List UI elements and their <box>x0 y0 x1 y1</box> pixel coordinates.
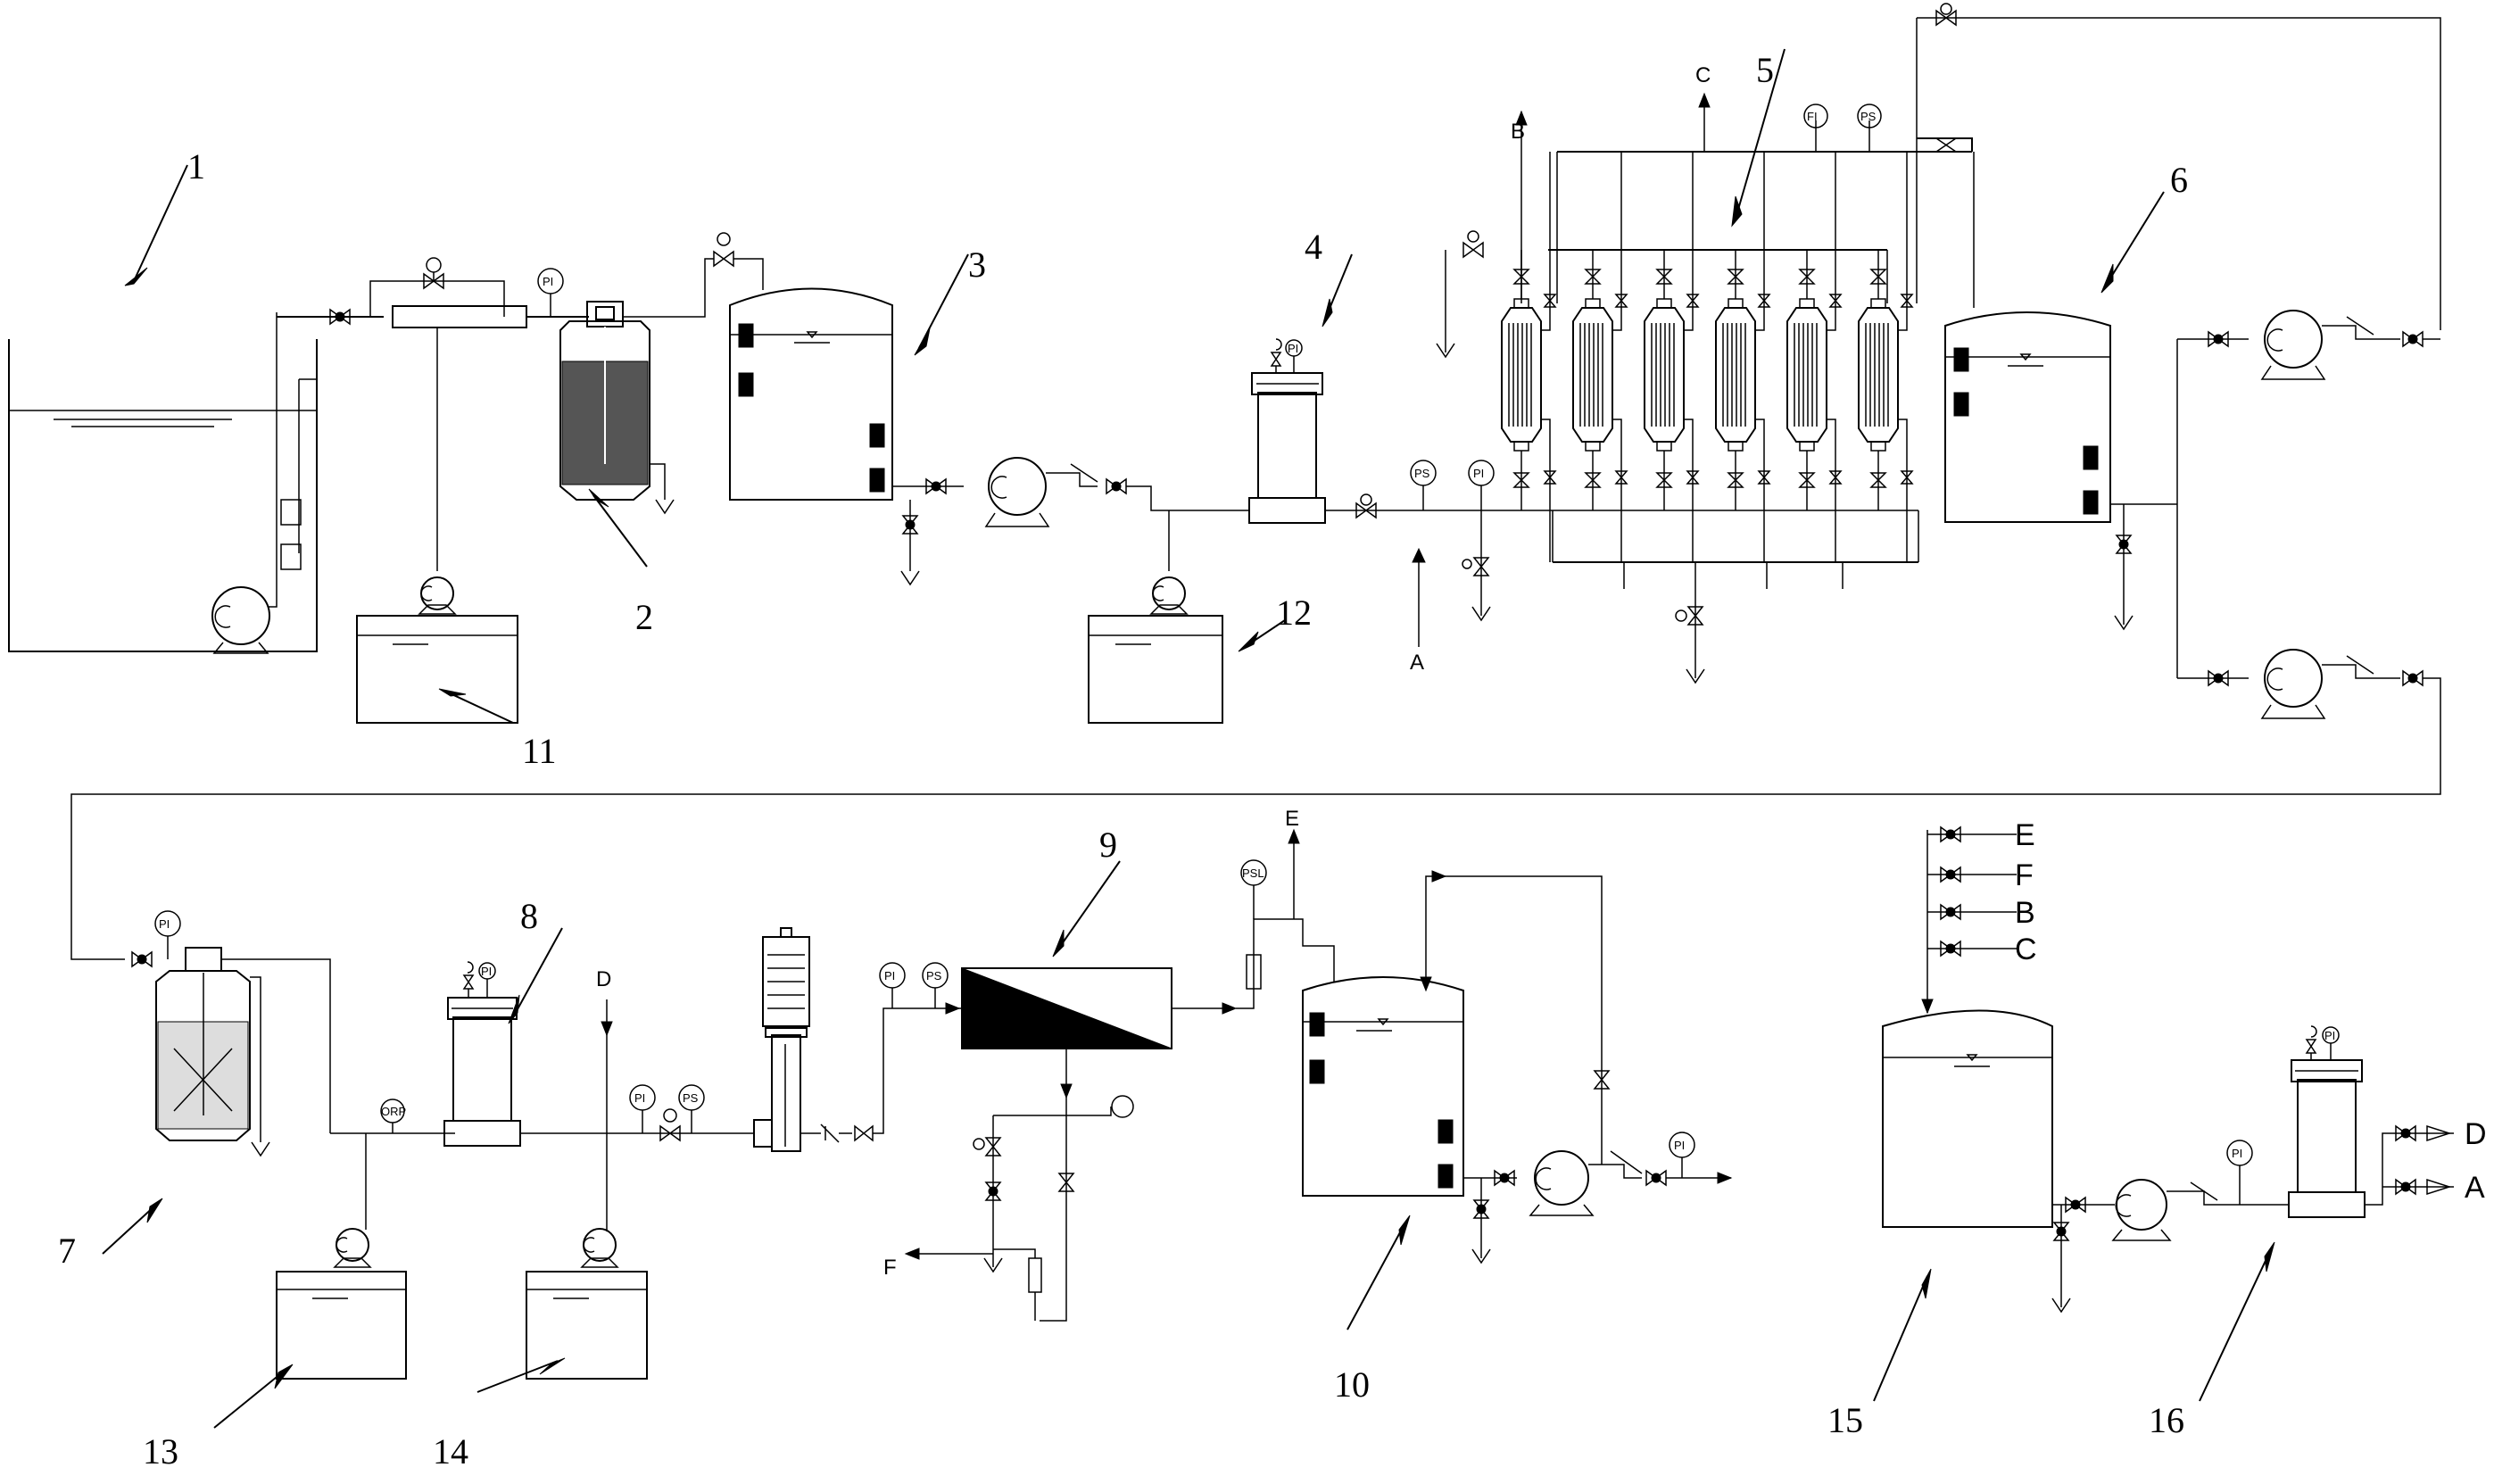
booster-pumps <box>70 310 2441 960</box>
svg-text:PI: PI <box>884 969 895 982</box>
pressure-gauge: PI <box>629 1084 656 1133</box>
label-9: 9 <box>1099 825 1117 865</box>
label-5: 5 <box>1756 50 1774 90</box>
stream-e-outlet: E <box>1285 807 1299 831</box>
cartridge-filter-4: PI <box>1248 338 1428 524</box>
label-2: 2 <box>635 597 653 637</box>
label-6: 6 <box>2170 160 2188 200</box>
stream-f-cip: F <box>2015 858 2034 892</box>
label-1: 1 <box>187 146 205 187</box>
membrane-module <box>1501 307 1542 443</box>
valve <box>329 308 351 326</box>
valve <box>713 232 734 268</box>
stream-d-inlet: D <box>596 967 611 991</box>
label-14: 14 <box>433 1431 468 1472</box>
pressure-switch: PS <box>678 1084 705 1133</box>
svg-text:ORP: ORP <box>381 1105 406 1118</box>
label-15: 15 <box>1827 1400 1863 1440</box>
dosing-tank-11 <box>356 576 518 724</box>
svg-text:PI: PI <box>543 275 553 288</box>
product-tank-10: PI <box>1302 870 1733 1264</box>
feed-pump <box>984 457 1249 527</box>
stream-a-out: A <box>2465 1171 2485 1205</box>
membrane-module <box>1644 307 1685 443</box>
svg-text:PI: PI <box>2232 1147 2242 1160</box>
leader-arrows <box>102 48 2275 1429</box>
dosing-tank-14 <box>526 1228 648 1380</box>
svg-text:FI: FI <box>1807 110 1818 123</box>
dosing-tank-13 <box>276 1196 407 1380</box>
cleaning-filter-16: PI <box>2288 1025 2454 1218</box>
valve <box>659 1108 681 1142</box>
stream-e-cip: E <box>2015 818 2035 852</box>
carbon-filter-7: PI <box>131 910 331 1157</box>
svg-text:PI: PI <box>1674 1139 1685 1152</box>
membrane-module <box>1858 307 1899 443</box>
label-4: 4 <box>1305 227 1322 267</box>
stream-d-out: D <box>2465 1117 2487 1151</box>
storage-tank-3 <box>729 287 964 586</box>
uf-membrane-modules <box>1501 152 1914 562</box>
permeate-line: PSL <box>1236 828 1335 1009</box>
uf-membrane-array-5: FI PS <box>1436 92 1972 684</box>
svg-text:PSL: PSL <box>1242 866 1264 880</box>
stream-c-top: C <box>1695 63 1711 87</box>
svg-text:PI: PI <box>1473 467 1484 480</box>
label-7: 7 <box>58 1231 76 1271</box>
uf-product-tank-6 <box>1916 3 2441 631</box>
stream-b-top: B <box>1511 120 1525 144</box>
cleaning-tank-15: PI <box>1882 825 2289 1314</box>
stream-a-inlet: A <box>1410 651 1424 675</box>
valve <box>423 257 444 290</box>
label-3: 3 <box>968 245 986 285</box>
label-11: 11 <box>522 731 557 771</box>
security-filter-8: PI <box>443 961 754 1147</box>
pressure-gauge: PI <box>1468 460 1495 510</box>
stream-b-cip: B <box>2015 896 2035 930</box>
svg-text:PI: PI <box>481 965 492 978</box>
static-mixer <box>392 305 527 328</box>
label-8: 8 <box>520 896 538 936</box>
svg-text:PI: PI <box>1288 342 1298 355</box>
label-13: 13 <box>143 1431 178 1472</box>
label-12: 12 <box>1276 593 1312 633</box>
orp-meter: ORP <box>380 1098 406 1133</box>
svg-text:PS: PS <box>1414 467 1430 480</box>
svg-text:PS: PS <box>683 1091 699 1105</box>
svg-text:PI: PI <box>634 1091 645 1105</box>
component-labels: 1 2 3 4 5 6 7 8 9 10 11 12 13 14 15 16 <box>58 50 2188 1472</box>
label-10: 10 <box>1334 1364 1370 1405</box>
dosing-tank-12 <box>1088 576 1223 724</box>
high-pressure-pump <box>753 927 964 1152</box>
svg-text:PS: PS <box>1860 110 1877 123</box>
stream-labels: B C A D E F E F B C D A <box>596 63 2487 1280</box>
stream-f-outlet: F <box>883 1256 897 1280</box>
svg-text:PI: PI <box>2324 1029 2335 1042</box>
label-16: 16 <box>2149 1400 2184 1440</box>
pressure-gauge: PI <box>537 268 564 317</box>
membrane-module <box>1572 307 1613 443</box>
raw-water-tank <box>8 312 318 654</box>
pressure-switch: PS <box>1410 460 1437 510</box>
ro-membrane-9: PI PS <box>879 962 1238 1322</box>
svg-text:PS: PS <box>926 969 942 982</box>
membrane-module <box>1786 307 1827 443</box>
membrane-module <box>1715 307 1756 443</box>
stream-c-cip: C <box>2015 933 2037 966</box>
svg-text:PI: PI <box>159 917 170 931</box>
media-filter-2 <box>559 286 706 515</box>
